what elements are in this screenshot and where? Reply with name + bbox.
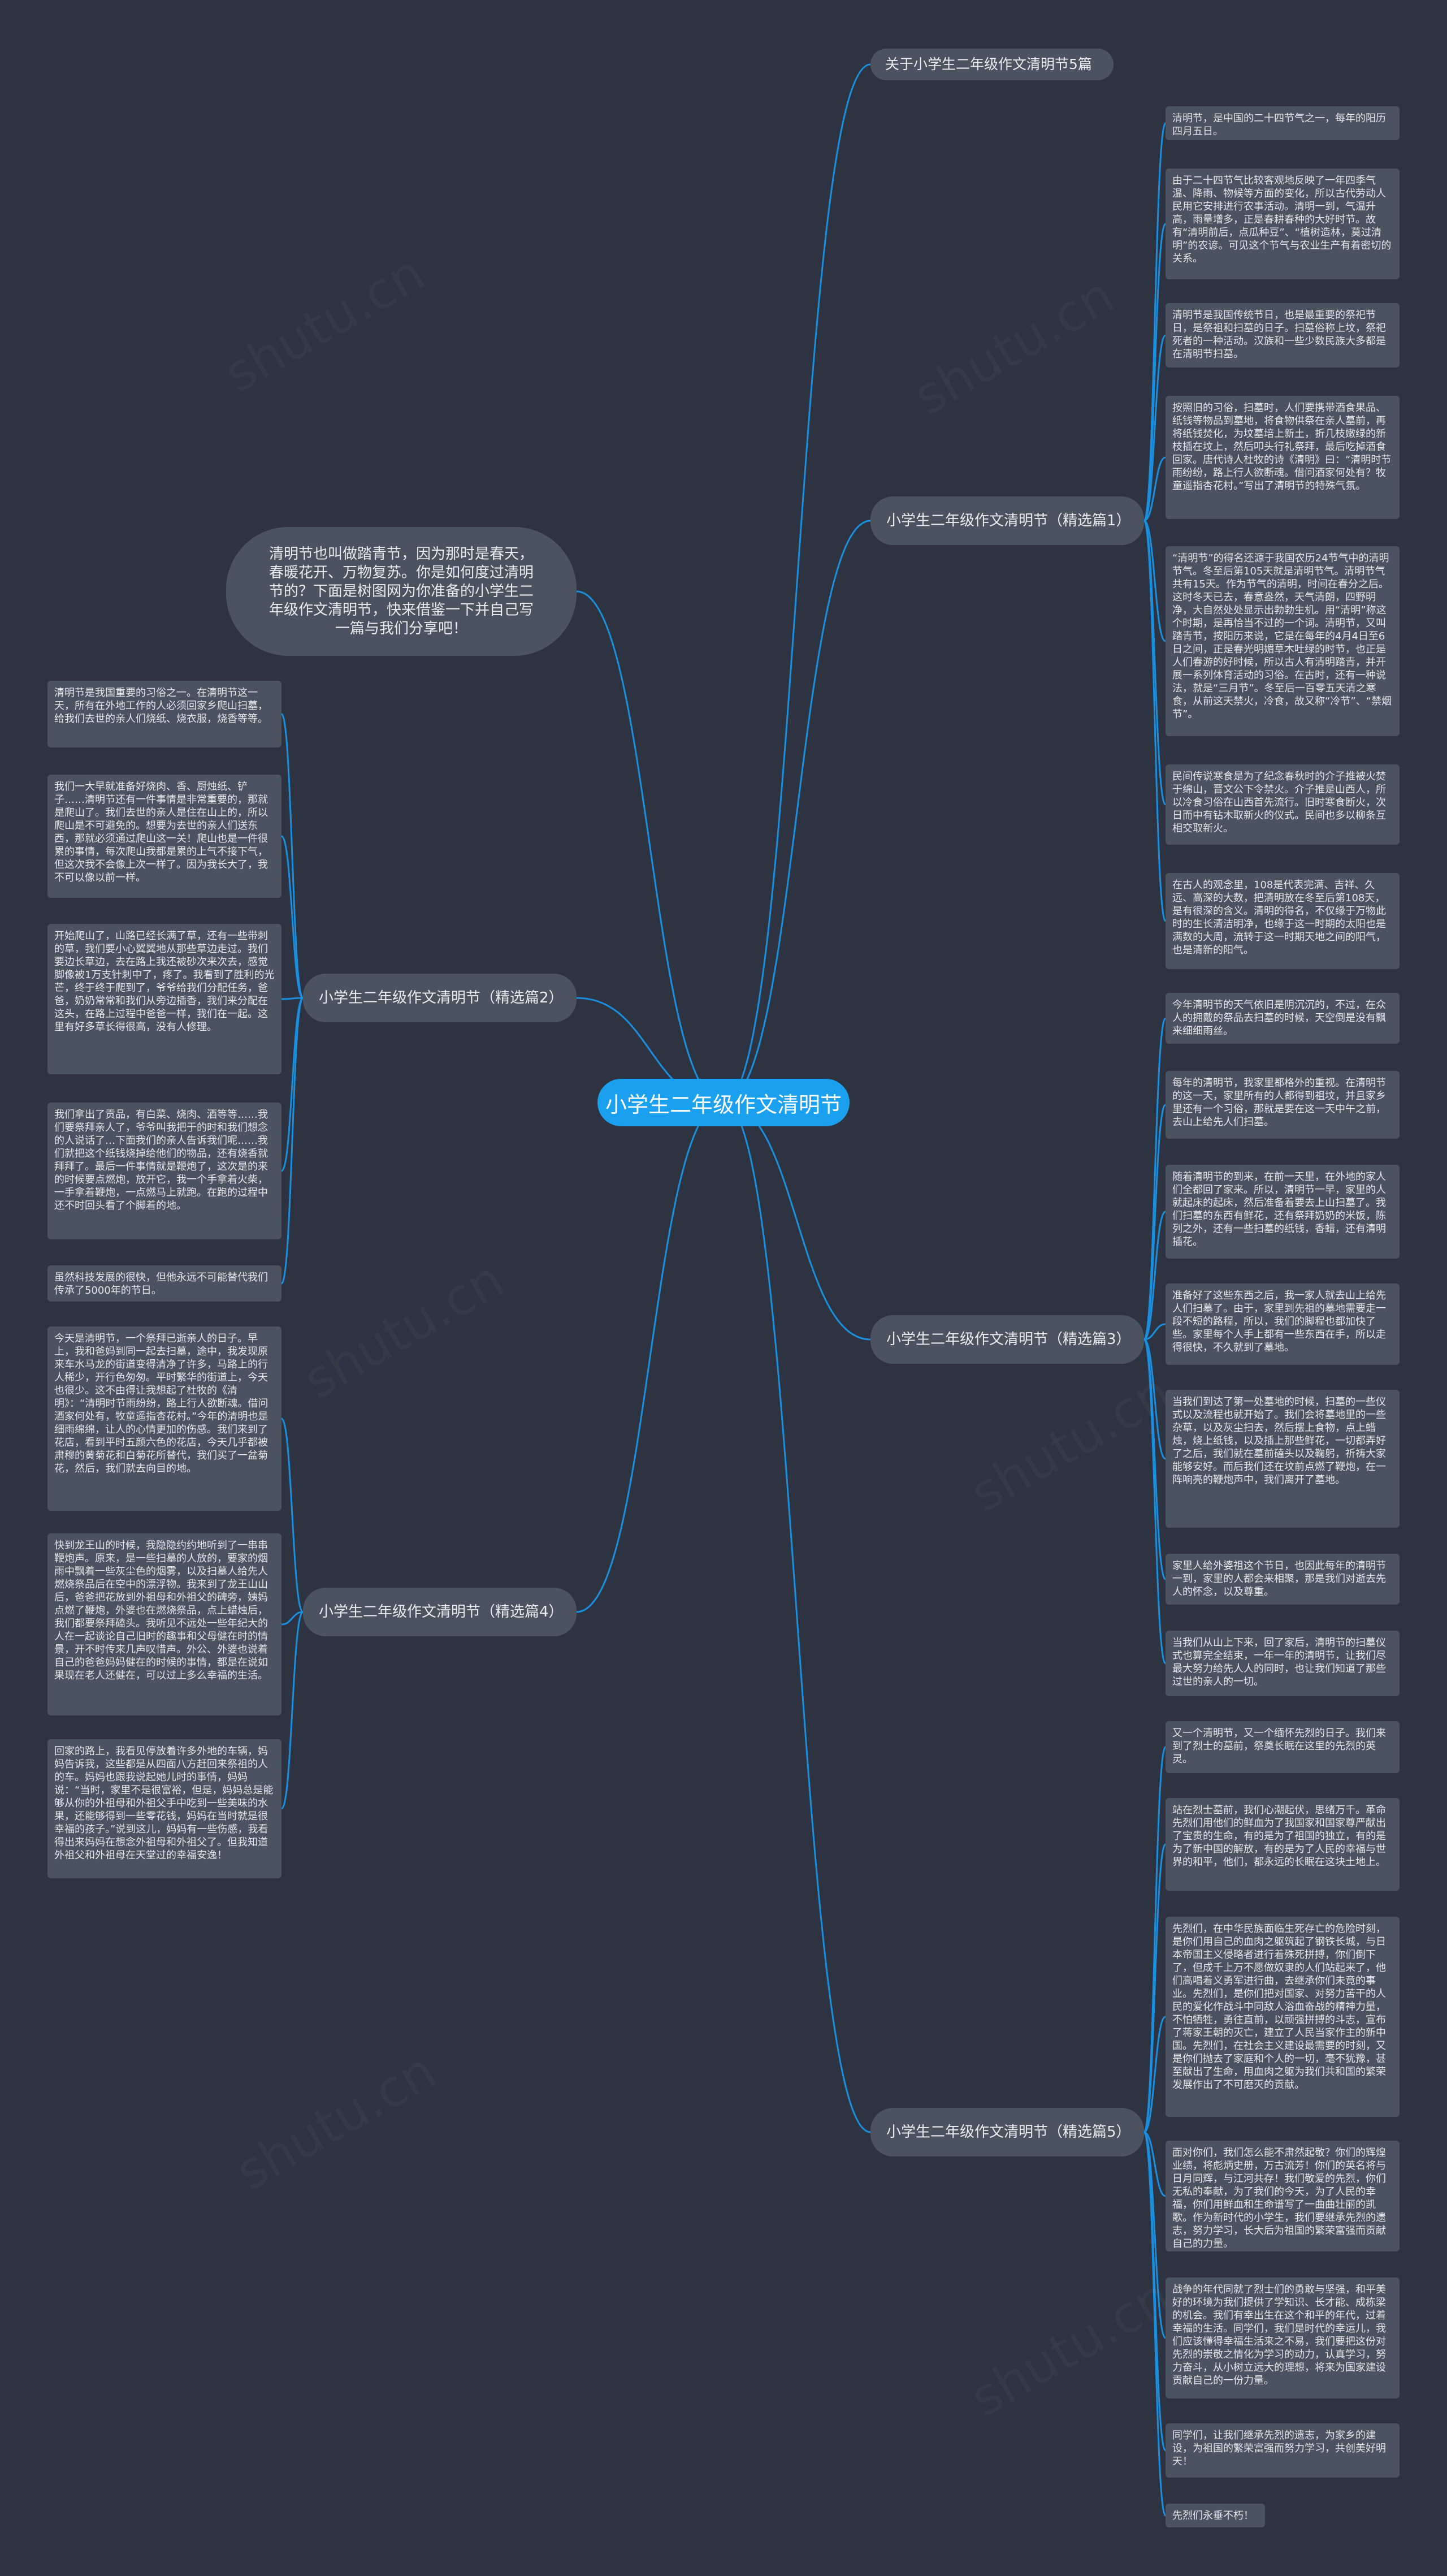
leaf-b1-5[interactable]: “清明节”的得名还源于我国农历24节气中的清明节气。冬至后第105天就是清明节气…	[1166, 546, 1400, 736]
leaf-b2-2[interactable]: 我们一大早就准备好烧肉、香、厨烛纸、铲子……清明节还有一件事情是非常重要的，那就…	[47, 775, 281, 898]
leaf-b2-5[interactable]: 虽然科技发展的很快，但他永远不可能替代我们传承了5000年的节日。	[47, 1265, 281, 1302]
branch-node-5[interactable]: 小学生二年级作文清明节（精选篇5）	[870, 2108, 1144, 2156]
link-l5-6	[1143, 2131, 1167, 2517]
link-l4-1	[281, 1611, 304, 1626]
branch-node-1[interactable]: 小学生二年级作文清明节（精选篇1）	[870, 496, 1144, 545]
link-l2-2	[281, 997, 304, 1000]
link-n-b1	[723, 520, 871, 1104]
link-l3-1	[1143, 1104, 1167, 1341]
leaf-b2-1[interactable]: 清明节是我国重要的习俗之一。在清明节这一天，所有在外地工作的人必须回家乡爬山扫墓…	[47, 681, 281, 747]
link-l3-3	[1143, 1323, 1166, 1341]
leaf-b5-7[interactable]: 先烈们永垂不朽！	[1166, 2504, 1265, 2527]
link-l2-1	[280, 835, 304, 999]
link-l3-2	[1143, 1211, 1166, 1341]
leaf-b5-4[interactable]: 面对你们，我们怎么能不肃然起敬？你们的辉煌业绩，将彪炳史册，万古流芳！你们的英名…	[1166, 2141, 1400, 2251]
leaf-b1-7[interactable]: 在古人的观念里，108是代表完满、吉祥、久远、高深的大数，把清明放在冬至后第10…	[1166, 873, 1400, 969]
link-l5-5	[1143, 2131, 1167, 2452]
link-l1-5	[1143, 520, 1167, 806]
leaf-b3-6[interactable]: 家里人给外婆祖这个节日，也因此每年的清明节一到，家里的人都会来相聚，那是我们对逝…	[1166, 1554, 1400, 1605]
root-node[interactable]: 小学生二年级作文清明节	[597, 1079, 850, 1126]
top-title-node[interactable]: 关于小学生二年级作文清明节5篇	[870, 49, 1114, 80]
link-l3-4	[1143, 1338, 1166, 1460]
leaf-b4-1[interactable]: 今天是清明节，一个祭拜已逝亲人的日子。早上，我和爸妈到同一起去扫墓，途中，我发现…	[47, 1326, 281, 1511]
link-n-b5	[723, 1101, 871, 2133]
leaf-b5-3[interactable]: 先烈们，在中华民族面临生死存亡的危险时刻，是你们用自己的血肉之躯筑起了钢铁长城，…	[1166, 1917, 1400, 2117]
leaf-b3-7[interactable]: 当我们从山上下来，回了家后，清明节的扫墓仪式也算完全结束，一年一年的清明节，让我…	[1166, 1631, 1400, 1696]
link-l4-2	[280, 1611, 304, 1810]
leaf-b3-2[interactable]: 每年的清明节，我家里都格外的重视。在清明节的这一天，家里所有的人都得到祖坟，并且…	[1166, 1071, 1400, 1139]
link-n-top	[723, 63, 871, 1104]
leaf-b5-5[interactable]: 战争的年代同就了烈士们的勇敢与坚强，和平美好的环境为我们提供了学知识、长才能、成…	[1166, 2277, 1400, 2398]
link-l1-4	[1143, 520, 1166, 642]
leaf-b3-4[interactable]: 准备好了这些东西之后，我一家人就去山上给先人们扫墓了。由于，家里到先祖的墓地需要…	[1166, 1283, 1400, 1365]
leaf-b5-6[interactable]: 同学们，让我们继承先烈的遗志，为家乡的建设，为祖国的繁荣富强而努力学习，共创美好…	[1166, 2423, 1400, 2478]
link-l5-2	[1143, 2016, 1166, 2133]
branch-node-2[interactable]: 小学生二年级作文清明节（精选篇2）	[303, 974, 577, 1022]
branch-node-3[interactable]: 小学生二年级作文清明节（精选篇3）	[870, 1315, 1144, 1364]
link-l1-2	[1143, 334, 1167, 522]
leaf-b3-3[interactable]: 随着清明节的到来，在前一天里，在外地的家人们全都回了家来。所以，清明节一早，家里…	[1166, 1165, 1400, 1259]
leaf-b2-4[interactable]: 我们拿出了贡品，有白菜、烧肉、酒等等……我们要祭拜亲人了，爷爷叫我把于的时和我们…	[47, 1103, 281, 1239]
leaf-b3-1[interactable]: 今年清明节的天气依旧是阴沉沉的，不过，在众人的拥戴的祭品去扫墓的时候，天空倒是没…	[1166, 993, 1400, 1044]
branch-node-4[interactable]: 小学生二年级作文清明节（精选篇4）	[303, 1588, 577, 1636]
leaf-b4-2[interactable]: 快到龙王山的时候，我隐隐约约地听到了一串串鞭炮声。原来，是一些扫墓的人放的，要家…	[47, 1533, 281, 1715]
leaf-b1-1[interactable]: 清明节，是中国的二十四节气之一，每年的阳历四月五日。	[1166, 106, 1400, 140]
link-l3-0	[1143, 1017, 1167, 1341]
leaf-b2-3[interactable]: 开始爬山了，山路已经长满了草，还有一些带刺的草，我们要小心翼翼地从那些草边走过。…	[47, 924, 281, 1074]
link-l5-1	[1143, 1843, 1167, 2133]
intro-node[interactable]: 清明节也叫做踏青节，因为那时是春天，春暖花开、万物复苏。你是如何度过清明节的？下…	[226, 527, 577, 656]
leaf-b1-4[interactable]: 按照旧的习俗，扫墓时，人们要携带酒食果品、纸钱等物品到墓地，将食物供祭在亲人墓前…	[1166, 396, 1400, 519]
link-l5-3	[1143, 2131, 1166, 2197]
link-l3-5	[1143, 1338, 1167, 1580]
link-n-intro	[576, 590, 724, 1104]
leaf-b1-3[interactable]: 清明节是我国传统节日，也是最重要的祭祀节日，是祭祖和扫墓的日子。扫墓俗称上坟，祭…	[1166, 303, 1400, 368]
link-l4-0	[280, 1417, 304, 1613]
leaf-b3-5[interactable]: 当我们到达了第一处墓地的时候，扫墓的一些仪式以及流程也就开始了。我们会将墓地里的…	[1166, 1390, 1400, 1528]
leaf-b5-2[interactable]: 站在烈士墓前，我们心潮起伏，思绪万千。革命先烈们用他们的鲜血为了我国家和国家尊严…	[1166, 1798, 1400, 1891]
link-n-b4	[576, 1101, 724, 1613]
link-l3-6	[1143, 1338, 1167, 1665]
leaf-b1-6[interactable]: 民间传说寒食是为了纪念春秋时的介子推被火焚于绵山，晋文公下令禁火。介子推是山西人…	[1166, 764, 1400, 845]
link-l1-1	[1143, 223, 1167, 522]
link-l2-0	[280, 713, 304, 999]
leaf-b1-2[interactable]: 由于二十四节气比较客观地反映了一年四季气温、降雨、物候等方面的变化，所以古代劳动…	[1166, 168, 1400, 279]
leaf-b5-1[interactable]: 又一个清明节，又一个缅怀先烈的日子。我们来到了烈士的墓前，祭奠长眠在这里的先烈的…	[1166, 1721, 1400, 1773]
leaf-b4-3[interactable]: 回家的路上，我看见停放着许多外地的车辆，妈妈告诉我，这些都是从四面八方赶回来祭祖…	[47, 1739, 281, 1878]
link-l1-3	[1143, 456, 1166, 522]
link-l2-4	[280, 997, 304, 1285]
link-l1-6	[1143, 520, 1167, 922]
